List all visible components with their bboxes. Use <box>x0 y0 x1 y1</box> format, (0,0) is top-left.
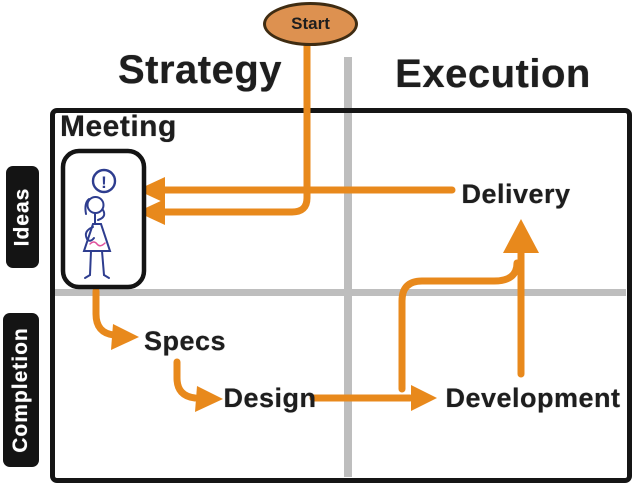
start-node: Start <box>263 2 358 46</box>
meeting-person-card: ! <box>60 148 147 290</box>
person-card-frame <box>60 148 147 290</box>
node-development: Development <box>445 383 621 413</box>
arrowhead-development-right-icon <box>411 385 437 411</box>
column-header-strategy: Strategy <box>117 48 283 92</box>
arrowhead-start-left-icon <box>137 199 165 225</box>
quadrant-frame <box>50 108 632 483</box>
arrowhead-delivery-up-icon <box>503 219 539 253</box>
arrow-branch-to-delivery-elbow <box>398 259 521 393</box>
exclamation-icon: ! <box>91 168 117 194</box>
arrow-specs-to-design <box>173 358 199 402</box>
row-banner-top: Ideas <box>6 166 39 268</box>
arrowhead-specs-right-icon <box>111 324 139 350</box>
row-label-top: Ideas <box>10 187 34 247</box>
svg-text:!: ! <box>101 173 107 192</box>
row-banner-bottom: Completion <box>3 313 39 467</box>
arrowhead-delivery-left-icon <box>137 177 165 203</box>
grid-vertical-divider <box>344 57 352 477</box>
node-design: Design <box>223 383 317 413</box>
arrow-meeting-to-specs <box>92 287 118 339</box>
grid-horizontal-divider <box>52 289 626 296</box>
row-label-bottom: Completion <box>9 327 32 453</box>
node-specs: Specs <box>143 326 227 356</box>
person-icon <box>82 196 112 279</box>
node-delivery: Delivery <box>461 179 571 209</box>
arrowhead-design-right-icon <box>195 386 223 412</box>
column-header-execution: Execution <box>395 52 591 96</box>
node-meeting: Meeting <box>60 110 177 143</box>
start-label: Start <box>291 14 330 33</box>
arrow-start-to-meeting <box>160 34 311 216</box>
